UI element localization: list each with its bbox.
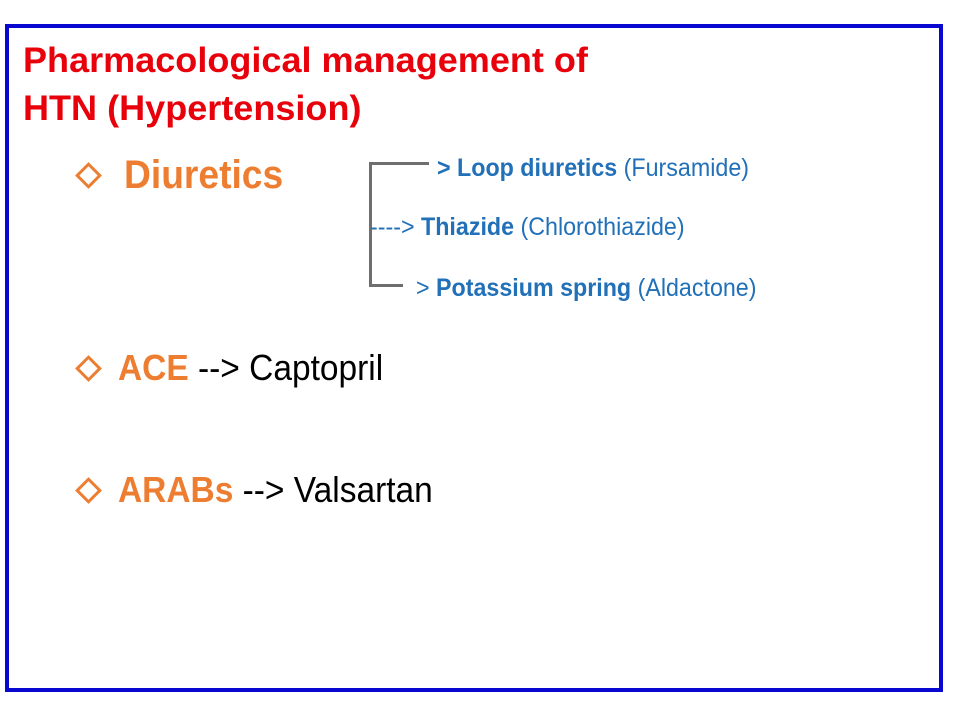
subitem-prefix: ----> bbox=[370, 213, 422, 241]
subitem-example: (Fursamide) bbox=[617, 154, 749, 182]
bullet-drug: Valsartan bbox=[293, 469, 433, 510]
bracket-top-line bbox=[369, 162, 429, 165]
diamond-outline-icon bbox=[75, 476, 102, 504]
diuretic-type-loop: > Loop diuretics (Fursamide) bbox=[437, 152, 749, 184]
subitem-prefix: > bbox=[416, 274, 437, 302]
bullet-diuretics: Diuretics bbox=[74, 150, 295, 200]
subitem-name: Loop diuretics bbox=[457, 154, 618, 182]
bullet-arrow: --> bbox=[233, 469, 294, 510]
slide-title: Pharmacological management of HTN (Hyper… bbox=[23, 37, 588, 133]
subitem-name: Thiazide bbox=[421, 213, 515, 241]
subitem-prefix: > bbox=[437, 154, 458, 182]
bracket-bottom-line bbox=[369, 284, 403, 287]
diuretic-type-potassium: > Potassium spring (Aldactone) bbox=[416, 272, 756, 304]
bullet-arrow: --> bbox=[188, 347, 250, 388]
subitem-example: (Chlorothiazide) bbox=[514, 213, 685, 241]
diamond-outline-icon bbox=[75, 161, 102, 189]
bullet-label: ACE --> Captopril bbox=[118, 344, 383, 392]
bullet-arabs: ARABs --> Valsartan bbox=[74, 466, 456, 514]
bullet-term: Diuretics bbox=[124, 153, 284, 197]
subitem-name: Potassium spring bbox=[436, 274, 632, 302]
bullet-ace: ACE --> Captopril bbox=[74, 344, 403, 392]
subitem-example: (Aldactone) bbox=[631, 274, 757, 302]
diamond-outline-icon bbox=[75, 354, 102, 382]
title-line-1: Pharmacological management of bbox=[23, 41, 588, 80]
bullet-label: ARABs --> Valsartan bbox=[118, 466, 433, 514]
diuretic-type-thiazide: ----> Thiazide (Chlorothiazide) bbox=[370, 211, 685, 243]
bullet-label: Diuretics bbox=[124, 150, 283, 200]
bullet-term: ARABs bbox=[118, 469, 234, 510]
bullet-term: ACE bbox=[118, 347, 189, 388]
bullet-drug: Captopril bbox=[249, 347, 384, 388]
bracket-vertical-line bbox=[369, 162, 372, 287]
title-line-2: HTN (Hypertension) bbox=[23, 89, 362, 128]
slide-frame bbox=[5, 24, 943, 692]
